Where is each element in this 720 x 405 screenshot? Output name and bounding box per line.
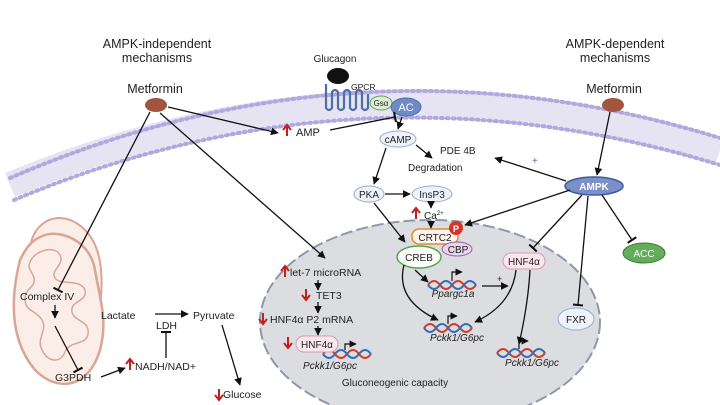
cbp-label: CBP [448,245,469,256]
metformin-right-label: Metformin [586,82,642,96]
phospho-badge [449,221,463,235]
metformin-left-molecule [145,98,167,112]
pyruvate-label: Pyruvate [193,310,235,322]
left-title-line1: AMPK-independent [103,37,212,51]
pathway-edges [51,106,637,386]
hnf4a-left-label: HNF4α [301,340,333,351]
let7-label: let-7 microRNA [290,267,361,279]
ampk-node [564,176,624,196]
edge-ampk-acc [601,194,637,244]
gpcr-receptor [324,84,370,112]
creb-label: CREB [405,253,433,264]
ppargc1a-label: Ppargc1a [432,289,475,300]
complex-iv-label: Complex IV [20,291,74,303]
edge-pka-creb [373,202,406,243]
camp-label: cAMP [385,135,412,146]
edge-metformin-complexiv [52,111,151,294]
ac-enzyme [390,97,422,117]
edge-g3pdh-inhibit [54,325,84,374]
hnf4a-right-node [502,252,546,270]
pde4b-plus-sign: + [532,156,538,167]
edge-ampk-hnf4a [528,194,583,253]
right-title-line1: AMPK-dependent [566,37,665,51]
edge-metformin-amp [167,106,279,136]
mitochondrion [12,217,105,386]
fxr-node [557,307,595,331]
hnf4a-p2-down-arrow-icon [258,313,268,326]
edge-creb-pckk [401,264,439,321]
dna-pckk-center [423,312,473,333]
edge-ampk-pde4b [494,156,567,182]
insp3-label: InsP3 [419,190,445,201]
nadh-up-arrow-icon [125,357,135,370]
glucagon-label: Glucagon [314,54,357,65]
amp-up-arrow-icon [282,123,292,136]
gluconeogenic-capacity-label: Gluconeogenic capacity [342,378,448,389]
crtc2-node [411,228,459,245]
pka-label: PKA [359,190,379,201]
edge-creb-ppargc1a [414,269,429,283]
pka-node [353,185,385,203]
hnf4a-right-label: HNF4α [508,257,540,268]
pde4b-label: PDE 4B [440,146,476,157]
fxr-label: FXR [566,315,586,326]
glucose-down-arrow-icon [214,389,224,402]
hnf4a-left-down-arrow-icon [283,337,293,350]
acc-node [622,242,666,264]
nadh-label: NADH/NAD+ [135,361,196,373]
edge-camp-degradation [415,144,433,159]
left-title-line2: mechanisms [122,51,192,65]
edge-metformin-let7 [159,112,326,259]
pckk-left-label: Pckk1/G6pc [303,361,357,372]
edge-amp-ac [329,111,398,131]
metformin-right-molecule [602,98,624,112]
edge-g3pdh-nadh [100,366,126,378]
pckk-right-label: Pckk1/G6pc [505,358,559,369]
edge-hnf4a-pckk-right [516,269,531,345]
acc-label: ACC [633,249,654,260]
let7-up-arrow-icon [280,264,290,277]
tet3-label: TET3 [316,290,342,302]
creb-node [396,245,442,269]
pckk-center-label: Pckk1/G6pc [430,333,484,344]
edge-pyruvate-glucose [221,324,242,386]
ppargc1a-plus-sign: + [497,274,502,284]
hnf4a-left-node [295,335,339,353]
cbp-node [441,241,473,257]
ampk-label: AMPK [579,182,609,193]
edge-metformin-ampk [594,111,611,176]
hnf4a-p2-label: HNF4α P2 mRNA [270,314,353,326]
crtc2-label: CRTC2 [418,233,452,244]
amp-label: AMP [296,127,320,139]
metformin-left-label: Metformin [127,82,183,96]
glucagon-molecule [327,68,349,84]
edge-ampk-crtc2 [464,189,571,227]
ca-label: Ca2+ [424,211,444,222]
ca-up-arrow-icon [411,206,421,219]
phospho-label: P [453,224,459,234]
lactate-label: Lactate [101,310,136,322]
edge-ac-camp [396,116,404,130]
glucose-label: Glucose [223,389,262,401]
ac-label: AC [398,102,413,114]
degradation-label: Degradation [408,163,462,174]
edge-camp-pka [372,147,387,185]
edge-ampk-fxr [572,195,589,307]
edge-hnf4a-pckk-center [474,269,517,323]
camp-node [379,130,417,148]
tet3-down-arrow-icon [301,289,311,302]
dna-ppargc1a [427,268,477,290]
gsa-label: Gsα [374,99,389,108]
right-title-line2: mechanisms [580,51,650,65]
g3pdh-label: G3PDH [55,372,91,384]
ldh-label: LDH [156,320,177,332]
gpcr-label: GPCR [351,82,376,92]
